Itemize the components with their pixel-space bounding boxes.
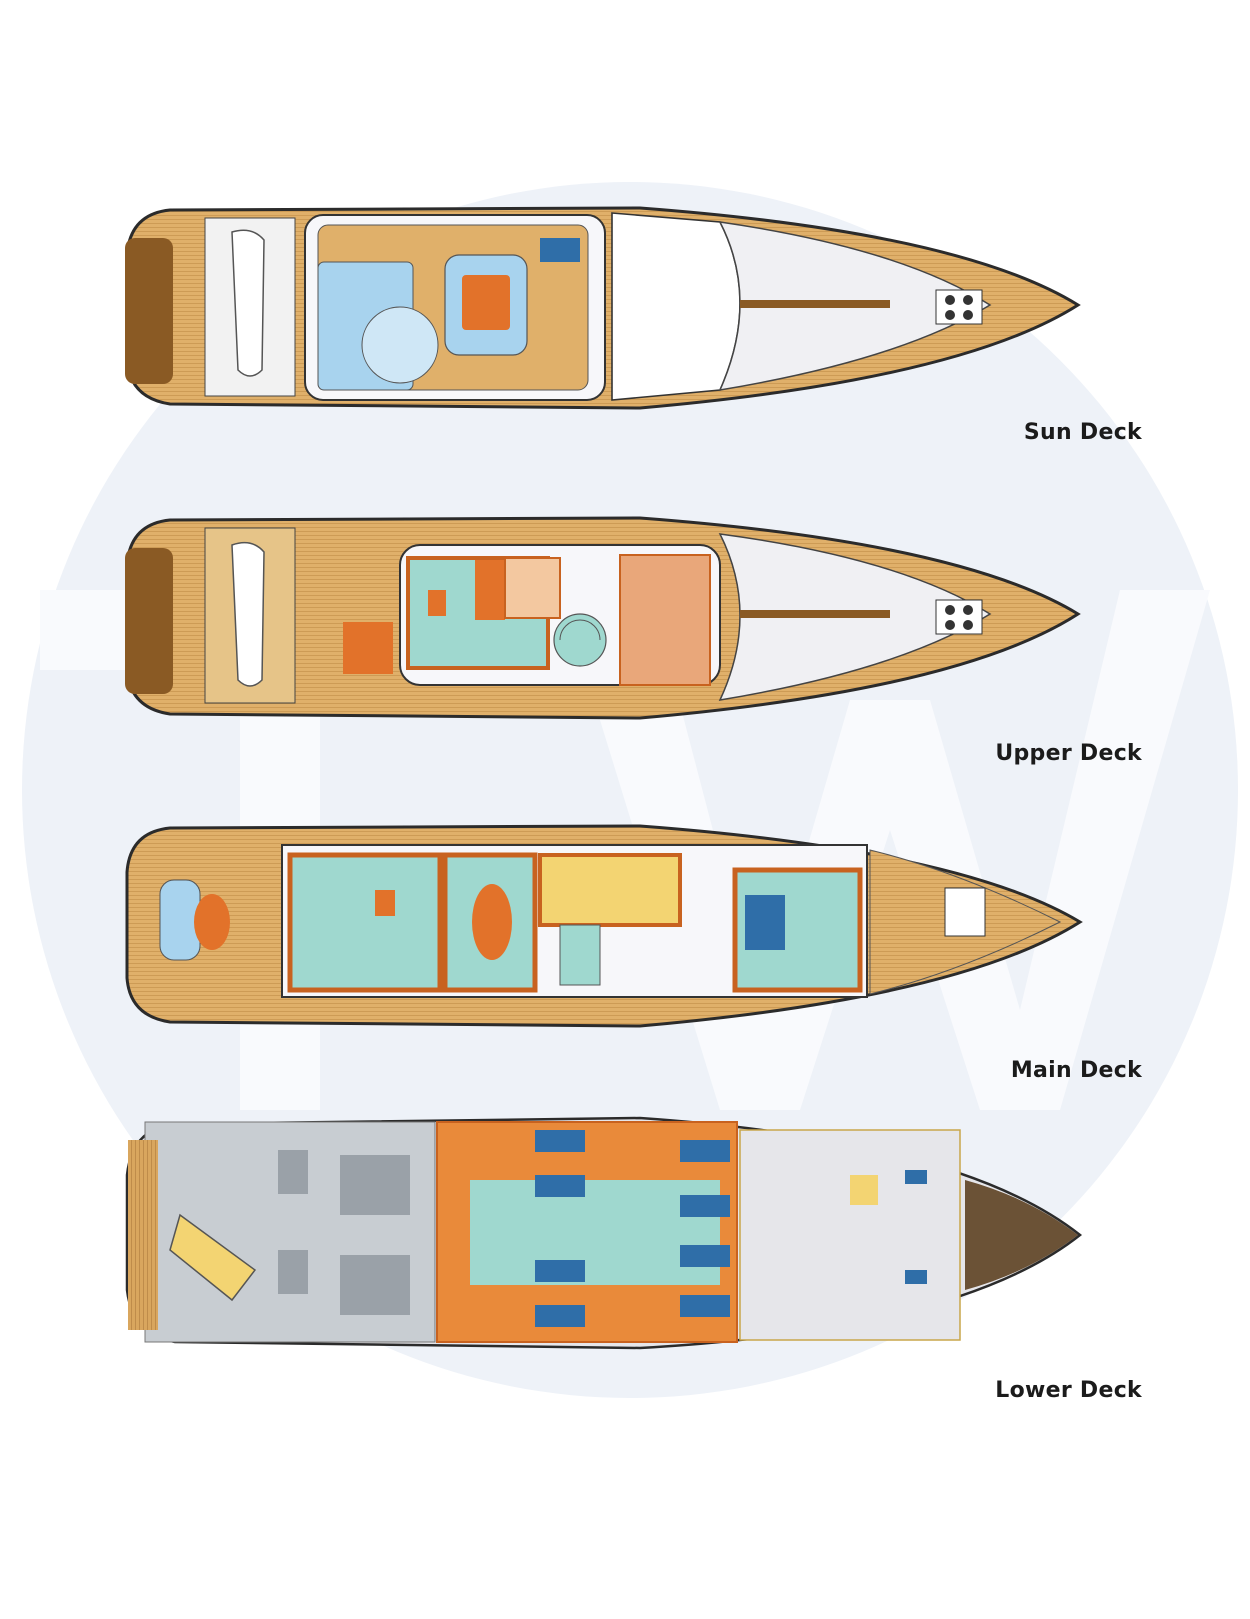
anchor-winch-main [944,887,986,937]
radar-arch [611,212,741,401]
aft-dining-table-upper [343,622,393,674]
aft-deck-sofa [159,879,201,961]
tender-boat-upper [231,541,265,687]
swim-platform-upper [125,548,173,694]
upper-galley [504,557,561,619]
lounge-sofa-main [375,890,395,916]
generator-2 [278,1250,308,1294]
galley-main [538,853,682,927]
skylounge-sofa [475,560,505,620]
dining-table-sun [462,275,510,330]
aft-deck-table [194,894,230,950]
master-bed [745,895,785,950]
crew-quarters [739,1129,961,1341]
deck-upper [125,516,1081,720]
main-staircase [559,924,601,986]
tender-boat-sun [231,229,265,377]
crew-mess-table [850,1175,878,1205]
guest-berths [535,1130,730,1327]
deck-main [125,824,1083,1028]
guest-corridor [470,1180,720,1285]
swim-platform-sun [125,238,173,384]
generator-1 [278,1150,308,1194]
lower-deck-label: Lower Deck [995,1378,1142,1403]
forepeak [965,1180,1078,1290]
pool-sun [540,238,580,262]
engine-block-starboard [340,1255,410,1315]
main-deck-label: Main Deck [1010,1058,1142,1083]
upper-deck-label: Upper Deck [995,741,1142,766]
foredeck-runner-upper [740,610,890,618]
engine-block-port [340,1155,410,1215]
dining-table-main [472,884,512,960]
skylounge-table [428,590,446,616]
main-lounge [287,852,443,993]
deck-lower [125,1116,1083,1350]
foredeck-runner-sun [740,300,890,308]
sun-deck-label: Sun Deck [1023,420,1142,445]
crew-berths [905,1170,927,1284]
anchor-winches-upper [935,599,983,635]
hot-tub [361,306,439,384]
wheelhouse [619,554,711,686]
tender-lower [169,1213,257,1302]
tender-garage-lower [128,1140,158,1330]
spiral-staircase-upper [553,613,607,667]
anchor-winches-sun [935,289,983,325]
deck-sun [125,206,1081,410]
